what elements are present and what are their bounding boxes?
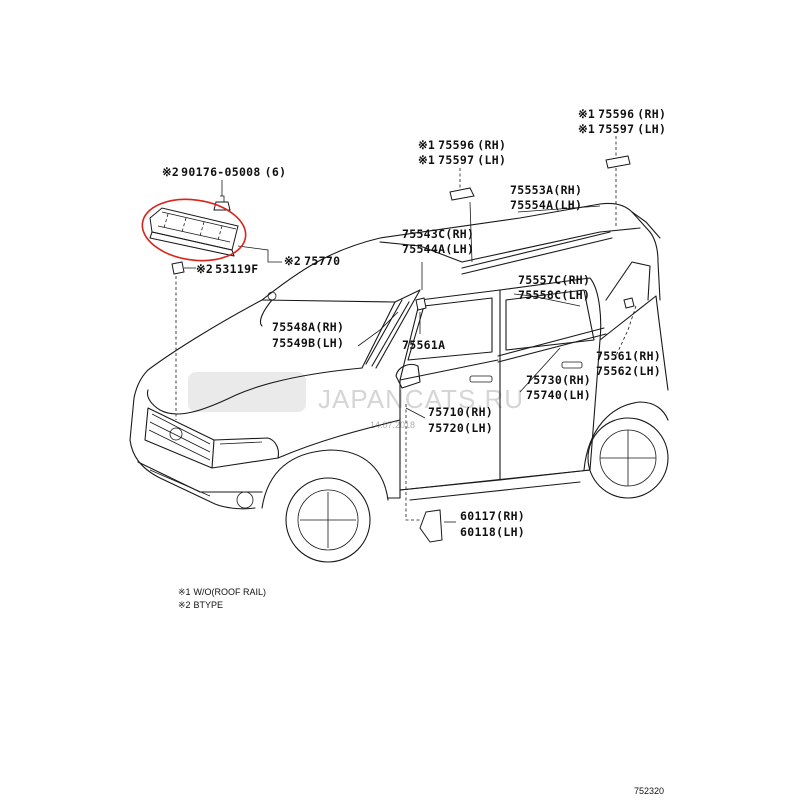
callout-60118: 60118(LH) xyxy=(460,525,525,539)
callout-75710: 75710(RH) xyxy=(428,405,493,419)
leader-lines xyxy=(175,136,637,523)
part-75770-panel xyxy=(149,207,239,251)
callout-75543C: 75543C(RH) xyxy=(402,227,474,241)
watermark-text: JAPANCATS.RU xyxy=(318,384,524,414)
callout-75562: 75562(LH) xyxy=(596,364,661,378)
callout-60117: 60117(RH) xyxy=(460,509,525,523)
part-53119F xyxy=(171,261,185,275)
callout-75730: 75730(RH) xyxy=(526,373,591,387)
callout-75554A: 75554A(LH) xyxy=(510,198,582,212)
callout-75558C: 75558C(LH) xyxy=(518,288,590,302)
part-60117-mudguard xyxy=(419,509,443,543)
callout-75740: 75740(LH) xyxy=(526,388,591,402)
part-75561A xyxy=(415,297,427,311)
callout-75548A: 75548A(RH) xyxy=(272,320,344,334)
callout-75720: 75720(LH) xyxy=(428,421,493,435)
part-75596-front-cap xyxy=(449,187,475,201)
small-parts xyxy=(149,155,635,543)
callout-75553A: 75553A(RH) xyxy=(510,183,582,197)
part-75561 xyxy=(623,297,635,309)
figure-number: 752320 xyxy=(634,786,664,796)
highlight-circle xyxy=(141,198,247,262)
blurred-logo-area xyxy=(188,372,306,412)
vehicle-outline xyxy=(129,202,669,563)
callout-75557C: 75557C(RH) xyxy=(518,273,590,287)
callout-75544A: 75544A(LH) xyxy=(402,242,474,256)
part-75596-rear-cap xyxy=(605,155,631,169)
callout-75561: 75561(RH) xyxy=(596,349,661,363)
watermark-date: 14.07.2018 xyxy=(370,420,415,430)
callout-75561A: 75561A xyxy=(402,338,445,352)
callout-75549B: 75549B(LH) xyxy=(272,336,344,350)
